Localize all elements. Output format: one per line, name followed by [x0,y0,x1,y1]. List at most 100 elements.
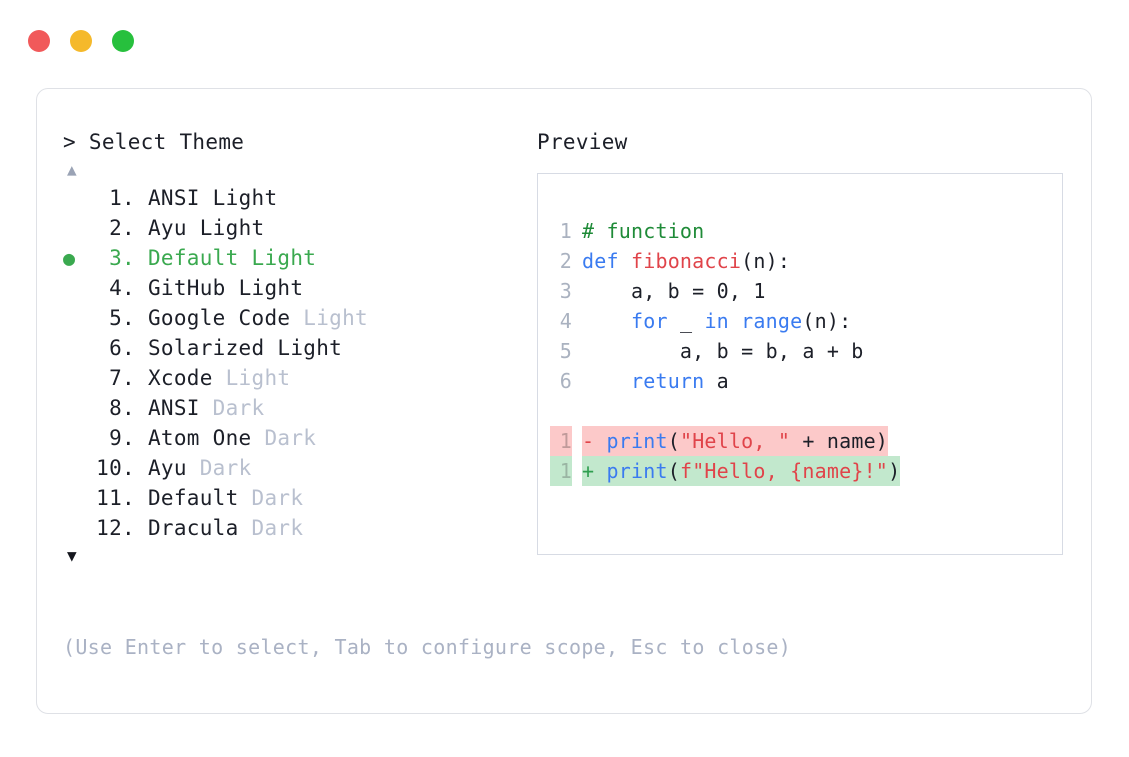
theme-item-mode: Dark [186,456,252,480]
theme-list-item[interactable]: ●3. Default Light [63,243,533,273]
theme-item-mode: Light [264,336,343,360]
theme-list-item[interactable]: 9. Atom One Dark [63,423,533,453]
code-line: 4 for _ in range(n): [538,306,1062,336]
code-token [582,369,631,393]
code-token: (n): [741,249,791,273]
selected-bullet-icon: ● [63,246,76,270]
theme-item-gap [135,453,148,483]
theme-item-number: 11. [96,486,135,510]
theme-item-name: ANSI [147,396,200,420]
code-line-text: a, b = 0, 1 [582,276,766,306]
theme-item-name: Xcode [147,366,213,390]
code-token: f"Hello, {name}!" [679,459,889,483]
theme-list-item[interactable]: 11. Default Dark [63,483,533,513]
theme-item-number: 12. [96,516,135,540]
code-line-number: 6 [559,369,572,393]
code-line-number: 2 [559,249,572,273]
code-token: print [606,459,668,483]
code-line-text: # function [582,216,704,246]
theme-item-mode: Light [225,276,304,300]
scroll-down-icon[interactable]: ▼ [67,546,77,565]
diff-line-text: + print(f"Hello, {name}!") [582,456,901,486]
theme-item-name: Default [147,246,239,270]
page-title: > Select Theme [63,130,245,154]
code-line-number: 3 [559,279,572,303]
diff-line-number: 1 [550,426,572,456]
code-token: print [606,429,668,453]
theme-item-mode: Light [186,216,265,240]
theme-item-number: 7. [109,366,135,390]
theme-item-mode: Dark [238,486,304,510]
theme-list-item[interactable]: 6. Solarized Light [63,333,533,363]
theme-list-item[interactable]: 8. ANSI Dark [63,393,533,423]
code-token: a, b = b, a + b [582,339,864,363]
theme-item-name: Ayu [147,456,187,480]
theme-list-item[interactable]: 5. Google Code Light [63,303,533,333]
theme-item-name: Dracula [147,516,239,540]
theme-list-item[interactable]: 4. GitHub Light [63,273,533,303]
theme-item-number: 6. [109,336,135,360]
theme-item-gap [135,513,148,543]
theme-item-name: Google Code [147,306,291,330]
theme-list-item[interactable]: 10. Ayu Dark [63,453,533,483]
theme-item-mode: Light [199,186,278,210]
theme-item-mode: Light [290,306,368,330]
code-token: a [704,369,729,393]
code-token: "Hello, " [679,429,791,453]
code-token: # function [582,219,705,243]
code-token: def [582,249,631,273]
theme-item-gap [135,363,148,393]
theme-item-number: 1. [109,186,135,210]
theme-item-number: 4. [109,276,135,300]
code-line-number: 1 [559,219,572,243]
code-token [729,309,741,333]
theme-list-item[interactable]: 2. Ayu Light [63,213,533,243]
theme-item-mode: Dark [251,426,317,450]
code-token: ( [667,459,680,483]
minimize-button[interactable] [70,30,92,52]
theme-item-gap [135,483,148,513]
code-line: 6 return a [538,366,1062,396]
theme-item-gap [135,183,148,213]
code-token [582,309,631,333]
code-line-text: a, b = b, a + b [582,336,864,366]
theme-item-number: 10. [96,456,135,480]
theme-list-item[interactable]: 12. Dracula Dark [63,513,533,543]
diff-marker-del: - [582,429,607,453]
code-preview-box: 1 # function 2 def fibonacci(n): 3 a, b = 0,… [537,173,1063,555]
theme-item-gap [135,273,148,303]
theme-item-name: Solarized [147,336,265,360]
diff-block: 1- print("Hello, " + name)1+ print(f"Hel… [538,426,1062,486]
scroll-up-icon[interactable]: ▲ [67,160,77,179]
maximize-button[interactable] [112,30,134,52]
close-button[interactable] [28,30,50,52]
theme-item-mode: Dark [238,516,304,540]
theme-item-gap [135,213,148,243]
code-line: 2 def fibonacci(n): [538,246,1062,276]
theme-item-mode: Light [238,246,317,270]
theme-item-gap [135,243,148,273]
theme-item-number: 8. [109,396,135,420]
theme-item-number: 2. [109,216,135,240]
theme-list-item[interactable]: 1. ANSI Light [63,183,533,213]
code-token: + name) [790,429,889,453]
code-line-text: def fibonacci(n): [582,246,790,276]
code-token: for [630,309,668,333]
code-line-text: for _ in range(n): [582,306,851,336]
code-token: fibonacci [630,249,742,273]
code-token: range [741,309,803,333]
theme-item-name: Default [147,486,239,510]
diff-line-number: 1 [550,456,572,486]
theme-item-mode: Dark [199,396,265,420]
code-line: 5 a, b = b, a + b [538,336,1062,366]
theme-list-item[interactable]: 7. Xcode Light [63,363,533,393]
theme-item-name: GitHub [147,276,226,300]
theme-item-gap [135,393,148,423]
code-line-text: return a [582,366,729,396]
diff-line-del: 1- print("Hello, " + name) [538,426,1062,456]
